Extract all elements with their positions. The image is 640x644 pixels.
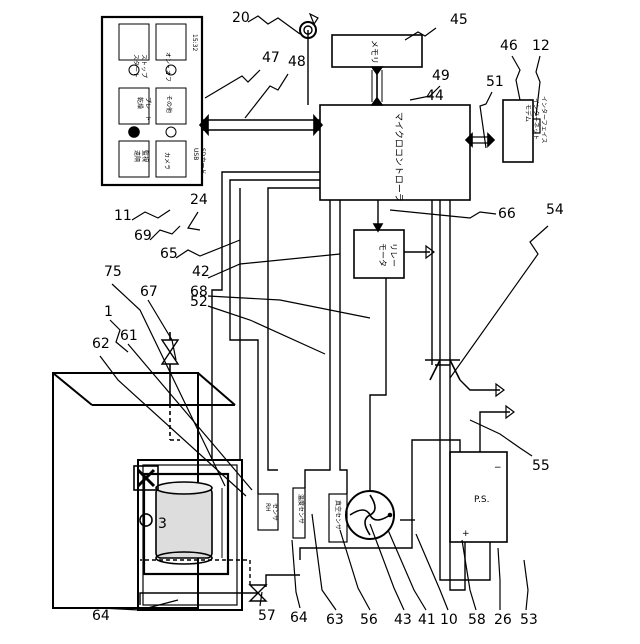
- vacuum-sensor-label: 真空センサ: [334, 500, 342, 530]
- panel-other-label: その他: [165, 95, 173, 113]
- ref-12: 12: [532, 38, 550, 54]
- ref-41: 41: [418, 612, 436, 628]
- bus-51: [470, 137, 490, 143]
- transistor-54: [425, 360, 460, 380]
- modem-label-2: インターネット: [532, 98, 540, 140]
- power-supply-plus: +: [462, 529, 470, 539]
- modem-label-1: モデム: [524, 104, 532, 122]
- panel-brake-plate-label-2: プレート: [144, 97, 151, 121]
- ref-48: 48: [288, 54, 306, 70]
- ref-55: 55: [532, 458, 550, 474]
- chamber-hook-icon: [140, 514, 152, 526]
- rh-sensor-label-2: センサ: [271, 503, 278, 521]
- memory-label: メモリ: [370, 40, 379, 64]
- ref-61: 61: [120, 328, 138, 344]
- ref-3: 3: [158, 516, 167, 532]
- panel-radio-brake-selected[interactable]: [129, 127, 139, 137]
- ref-65: 65: [160, 246, 178, 262]
- ref-24: 24: [190, 192, 208, 208]
- ref-58: 58: [468, 612, 486, 628]
- panel-camera-label: カメラ: [163, 152, 170, 170]
- panel-start-stop-label-1: スタート: [132, 54, 140, 78]
- wire-65: [268, 188, 320, 470]
- ref-69: 69: [134, 228, 152, 244]
- microcontroller-label: マイクロコントローラ: [393, 112, 404, 202]
- wire-temp: [305, 200, 330, 488]
- wire-69: [230, 180, 320, 494]
- ref-56: 56: [360, 612, 378, 628]
- ref-47: 47: [262, 50, 280, 66]
- ref-20: 20: [232, 10, 250, 26]
- ref-63: 63: [326, 612, 344, 628]
- ref-26: 26: [494, 612, 512, 628]
- rh-sensor-label-1: RH: [264, 503, 271, 512]
- ref-57: 57: [258, 608, 276, 624]
- panel-start-stop-label-2: ストップ: [140, 54, 147, 78]
- ref-46: 46: [500, 38, 518, 54]
- panel-on-off-label: オン・オフ: [164, 52, 171, 82]
- bus-48: [202, 120, 320, 130]
- relay-to-pump-wire: [370, 278, 386, 491]
- motor-relay-label-1: モータ: [378, 243, 387, 267]
- modem-label-3: インターフェイス: [540, 96, 548, 143]
- ref-62: 62: [92, 336, 110, 352]
- motor-relay-label-2: リレー: [389, 243, 398, 267]
- wire-vacuum: [340, 200, 347, 494]
- ref-10: 10: [440, 612, 458, 628]
- power-supply-label: P.S.: [474, 495, 489, 505]
- ref-49: 49: [432, 68, 450, 84]
- ref-1: 1: [104, 304, 113, 320]
- panel-camera-box[interactable]: [156, 141, 186, 177]
- ref-43: 43: [394, 612, 412, 628]
- ref-64b: 64: [290, 610, 308, 626]
- ref-42: 42: [192, 264, 210, 280]
- ref-66: 66: [498, 206, 516, 222]
- rotated-drawing: [53, 14, 540, 610]
- ref-67: 67: [140, 284, 158, 300]
- panel-time-label: 15:32: [191, 34, 198, 51]
- panel-labels: スタート ストップ オン・オフ 15:32 乾燥 プレート その他 遠隔 監視 …: [132, 34, 206, 174]
- ref-52: 52: [190, 294, 208, 310]
- panel-brake-plate-label-1: 乾燥: [136, 97, 144, 109]
- ref-54: 54: [546, 202, 564, 218]
- drum-front: [156, 482, 212, 494]
- ref-53: 53: [520, 612, 538, 628]
- temp-sensor-label: 温度センサ: [297, 494, 305, 524]
- chamber-fan-icon: [138, 470, 154, 486]
- panel-remote-view-label-2: 監視: [141, 150, 149, 162]
- panel-radio-other[interactable]: [166, 127, 176, 137]
- power-supply-minus: −: [494, 463, 502, 473]
- ref-51: 51: [486, 74, 504, 90]
- control-panel: [102, 17, 202, 185]
- ref-45: 45: [450, 12, 468, 28]
- panel-usb-sd-label-2: SDカード: [199, 148, 206, 174]
- ref-64a: 64: [92, 608, 110, 624]
- panel-usb-sd-label-1: USB: [192, 148, 199, 160]
- ref-11: 11: [114, 208, 132, 224]
- vacuum-pump-blades: [350, 495, 390, 535]
- panel-remote-view-label-1: 遠隔: [133, 150, 141, 162]
- ref-75: 75: [104, 264, 122, 280]
- wire-24: [212, 172, 320, 460]
